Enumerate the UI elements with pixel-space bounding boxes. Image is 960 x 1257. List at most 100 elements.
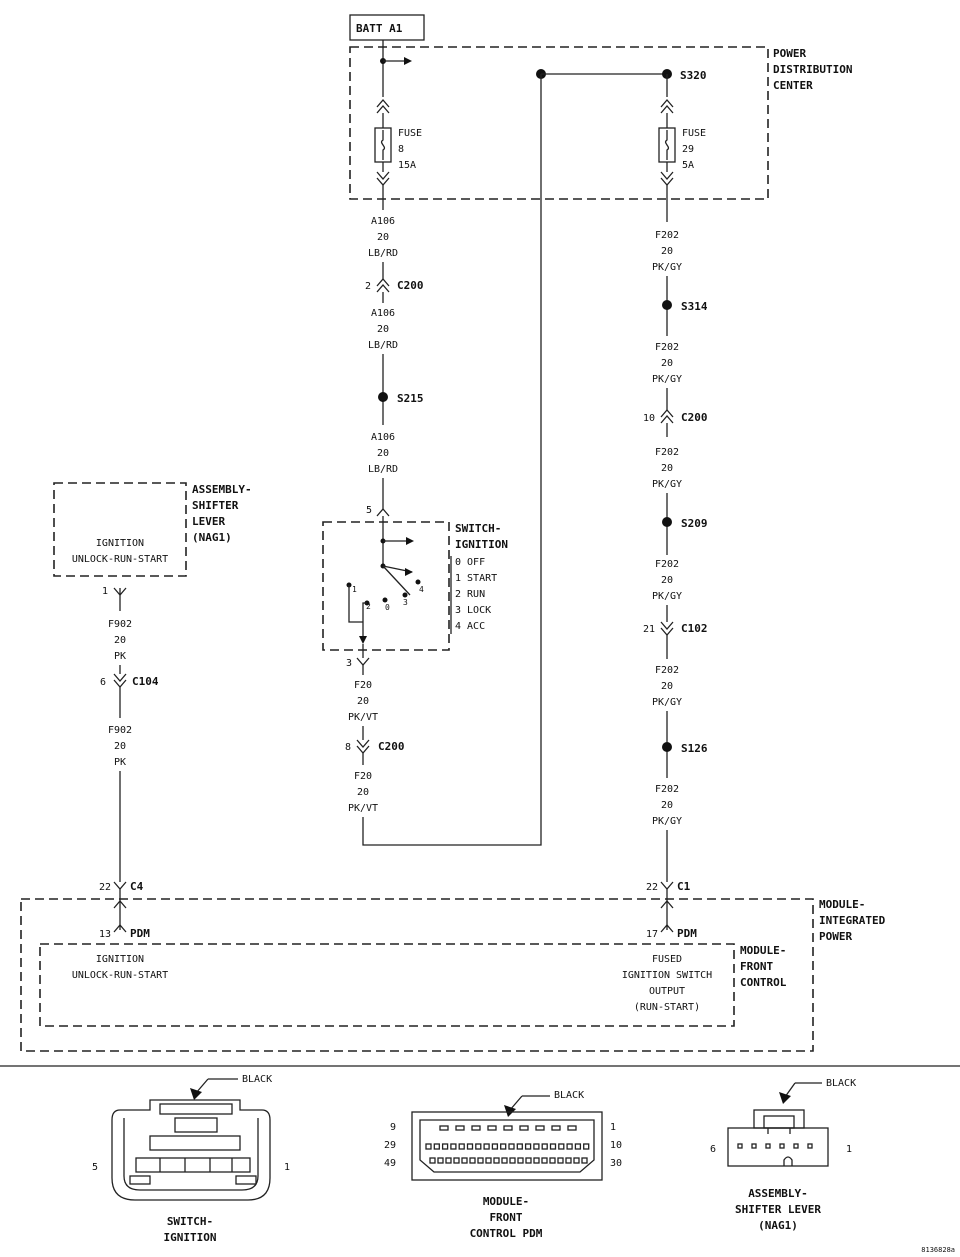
pdm-conn-name-3: CONTROL PDM bbox=[470, 1227, 543, 1240]
pdm-cavity bbox=[500, 1143, 507, 1150]
splice-s314-label: S314 bbox=[681, 300, 708, 313]
switch-contact-3-label: 3 bbox=[403, 598, 408, 607]
pdm-cavity bbox=[567, 1125, 577, 1131]
mfc-right-text-3: OUTPUT bbox=[649, 986, 685, 997]
pdm-cavity bbox=[583, 1143, 590, 1150]
f202-circuit-5: F202 bbox=[655, 665, 679, 676]
batt-a1-box bbox=[349, 14, 425, 41]
f202-circuit-6: F202 bbox=[655, 784, 679, 795]
f202-gauge-4: 20 bbox=[661, 575, 673, 586]
pdm-cavity bbox=[581, 1157, 588, 1164]
fuse8-top-connector bbox=[376, 99, 390, 114]
switch-pin-in: 5 bbox=[366, 505, 372, 516]
splice-s215-label: S215 bbox=[397, 392, 424, 405]
switch-ignition-connector-view bbox=[111, 1078, 271, 1201]
c1-connector bbox=[660, 881, 674, 890]
f202-color-2: PK/GY bbox=[652, 374, 682, 385]
c200-connector-f20 bbox=[356, 739, 370, 754]
switch-conn-pin-right: 1 bbox=[284, 1162, 290, 1173]
a106-color-2: LB/RD bbox=[368, 340, 398, 351]
mip-title-3: POWER bbox=[819, 930, 852, 943]
switch-conn-name-1: SWITCH- bbox=[167, 1215, 213, 1228]
switch-jumper-arrow bbox=[359, 636, 367, 644]
c200-pin-f20: 8 bbox=[345, 742, 351, 753]
switch-pin-out: 3 bbox=[346, 658, 352, 669]
splice-s314 bbox=[662, 300, 672, 310]
pdm-conn-name-1: MODULE- bbox=[483, 1195, 529, 1208]
pdm-cavity bbox=[566, 1143, 573, 1150]
pdc-label-2: DISTRIBUTION bbox=[773, 63, 852, 76]
pdm-cavity bbox=[483, 1143, 490, 1150]
pdm-cavity bbox=[557, 1157, 564, 1164]
f202-gauge-5: 20 bbox=[661, 681, 673, 692]
switch-out-arrow bbox=[406, 537, 414, 545]
fuse29-number: 29 bbox=[682, 144, 694, 155]
mip-title-2: INTEGRATED bbox=[819, 914, 886, 927]
c102-label: C102 bbox=[681, 622, 708, 635]
pdm-cavity bbox=[535, 1125, 545, 1131]
c1-label: C1 bbox=[677, 880, 691, 893]
pdm-cavity bbox=[533, 1143, 540, 1150]
switch-contact-0 bbox=[382, 597, 388, 603]
c4-pin: 22 bbox=[99, 882, 111, 893]
mfc-left-text-1: IGNITION bbox=[96, 954, 144, 965]
f902-color-1: PK bbox=[114, 651, 126, 662]
f20-circuit-2: F20 bbox=[354, 771, 372, 782]
shifter-conn-name-2: SHIFTER LEVER bbox=[735, 1203, 821, 1216]
pdm-cavity bbox=[469, 1157, 476, 1164]
pdc-label-1: POWER bbox=[773, 47, 806, 60]
shifter-title-1: ASSEMBLY- bbox=[192, 483, 252, 496]
pdm-cavity bbox=[519, 1125, 529, 1131]
module-front-control-box bbox=[39, 943, 735, 1027]
pdm-conn-color: BLACK bbox=[554, 1090, 584, 1101]
pdm-connector-view bbox=[411, 1095, 603, 1181]
pdm-cavity bbox=[439, 1125, 449, 1131]
batt-bus-arrow bbox=[404, 57, 412, 65]
fuse8-number: 8 bbox=[398, 144, 404, 155]
fuse29-top-connector bbox=[660, 99, 674, 114]
f202-gauge-3: 20 bbox=[661, 463, 673, 474]
c104-label: C104 bbox=[132, 675, 159, 688]
fuse29-label: FUSE bbox=[682, 128, 706, 139]
c102-pin: 21 bbox=[643, 624, 655, 635]
pdm-cavity bbox=[549, 1143, 557, 1150]
f202-gauge-6: 20 bbox=[661, 800, 673, 811]
a106-gauge-2: 20 bbox=[377, 324, 389, 335]
switch-wiper-arrow bbox=[405, 568, 413, 576]
switch-title-1: SWITCH- bbox=[455, 522, 501, 535]
pdm-cavity bbox=[475, 1143, 482, 1150]
mfc-title-2: FRONT bbox=[740, 960, 773, 973]
shifter-title-2: SHIFTER bbox=[192, 499, 239, 512]
switch-contact-4 bbox=[415, 579, 421, 585]
pdm-cavity bbox=[541, 1157, 548, 1164]
mfc-left-text-2: UNLOCK-RUN-START bbox=[72, 970, 168, 981]
pdm-cavity bbox=[517, 1157, 524, 1164]
pdm-cavity bbox=[425, 1143, 432, 1150]
f202-gauge-1: 20 bbox=[661, 246, 673, 257]
f202-circuit-4: F202 bbox=[655, 559, 679, 570]
f20-color-2: PK/VT bbox=[348, 803, 378, 814]
switch-pos-3: 3 LOCK bbox=[455, 605, 491, 616]
f202-color-4: PK/GY bbox=[652, 591, 682, 602]
f20-return-wire bbox=[362, 74, 542, 846]
pdm-connector-right bbox=[660, 900, 674, 909]
f202-circuit-2: F202 bbox=[655, 342, 679, 353]
f902-color-2: PK bbox=[114, 757, 126, 768]
fuse8-element bbox=[380, 130, 386, 160]
pdm-cavity bbox=[458, 1143, 465, 1150]
pdm-connector-left bbox=[113, 900, 127, 909]
a106-circuit-1: A106 bbox=[371, 216, 395, 227]
pdm-pin-right: 17 bbox=[646, 929, 658, 940]
pdm-cavity bbox=[453, 1157, 460, 1164]
figure-id: 8136828a bbox=[921, 1246, 955, 1254]
shifter-conn-color: BLACK bbox=[826, 1078, 856, 1089]
switch-contact-0-label: 0 bbox=[385, 603, 390, 612]
pdm-cavity bbox=[565, 1157, 572, 1164]
f902-gauge-1: 20 bbox=[114, 635, 126, 646]
pdm-label-left: PDM bbox=[130, 927, 150, 940]
pdm-cavity bbox=[450, 1143, 457, 1150]
splice-s215 bbox=[378, 392, 388, 402]
c200-connector-right bbox=[660, 409, 674, 424]
splice-s209-label: S209 bbox=[681, 517, 708, 530]
pdm-cavity bbox=[541, 1143, 548, 1150]
